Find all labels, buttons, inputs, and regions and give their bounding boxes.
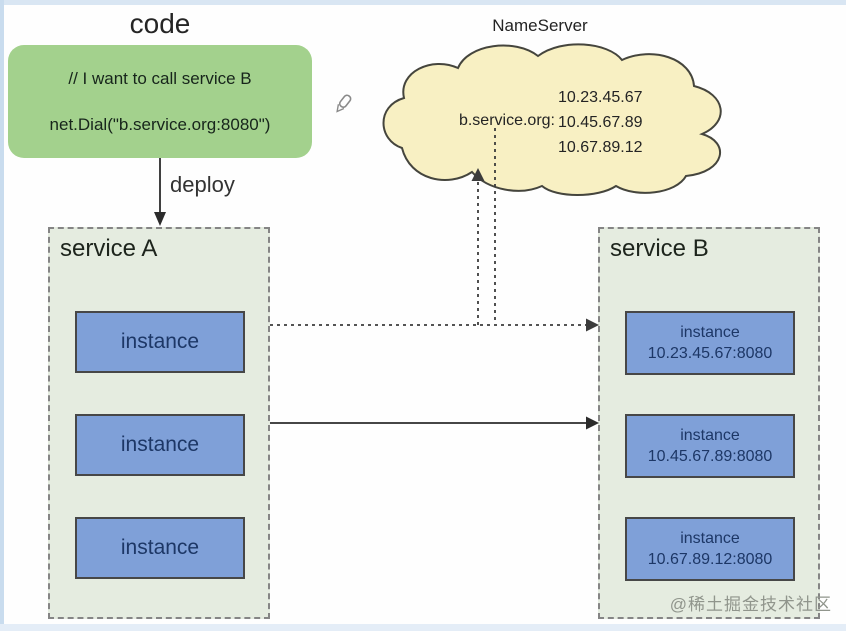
instance-label: instance: [120, 433, 200, 456]
code-comment-line: // I want to call service B: [68, 68, 252, 88]
service-b-instance-2: instance 10.45.67.89:8080: [625, 414, 795, 478]
nameserver-title: NameServer: [492, 16, 588, 35]
instance-label: instance: [680, 427, 740, 444]
pencil-icon: [336, 94, 352, 113]
nameserver-domain-label: b.service.org:: [458, 112, 555, 129]
dashed-query-arrow: [471, 168, 485, 325]
nameserver-ip-list: 10.23.45.67 10.45.67.89 10.67.89.12: [558, 85, 643, 160]
nameserver-ip-1: 10.23.45.67: [558, 89, 643, 106]
service-a-instance-3: instance: [75, 517, 245, 579]
left-edge-strip: [0, 0, 4, 631]
instance-label: instance: [680, 324, 740, 341]
dashed-lookup-arrow: [270, 318, 599, 332]
service-b-instance-1: instance 10.23.45.67:8080: [625, 311, 795, 375]
instance-address: 10.23.45.67:8080: [647, 345, 773, 362]
service-b-title: service B: [610, 235, 709, 262]
service-a-box: service A instance instance instance: [48, 227, 270, 619]
instance-label: instance: [120, 330, 200, 353]
instance-address: 10.45.67.89:8080: [647, 448, 773, 465]
service-a-instance-2: instance: [75, 414, 245, 476]
solid-call-arrow: [270, 416, 599, 430]
instance-label: instance: [120, 536, 200, 559]
watermark: @稀土掘金技术社区: [669, 595, 832, 614]
code-dial-line: net.Dial("b.service.org:8080"): [49, 114, 271, 134]
code-section-title: code: [129, 8, 191, 39]
service-a-instance-1: instance: [75, 311, 245, 373]
deploy-arrow: [154, 158, 166, 226]
deploy-label: deploy: [170, 172, 235, 197]
service-a-title: service A: [60, 235, 158, 262]
service-b-box: service B instance 10.23.45.67:8080 inst…: [598, 227, 820, 619]
top-edge-strip: [0, 0, 846, 5]
instance-address: 10.67.89.12:8080: [647, 551, 773, 568]
nameserver-ip-2: 10.45.67.89: [558, 114, 643, 131]
instance-label: instance: [680, 530, 740, 547]
service-b-instance-3: instance 10.67.89.12:8080: [625, 517, 795, 581]
code-snippet-box: // I want to call service B net.Dial("b.…: [8, 45, 312, 158]
nameserver-ip-3: 10.67.89.12: [558, 139, 643, 156]
bottom-edge-strip: [0, 624, 846, 631]
